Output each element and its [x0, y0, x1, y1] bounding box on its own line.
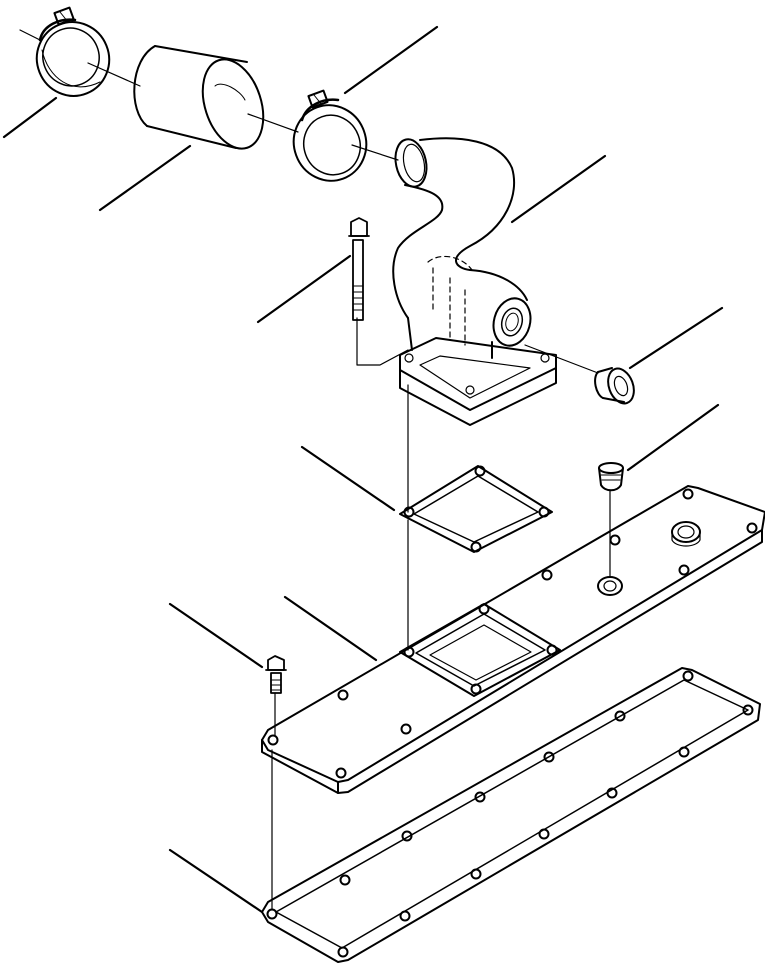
leader-plug-small [626, 403, 720, 472]
leader-cover-gasket [168, 848, 264, 914]
leader-hose [98, 144, 192, 212]
leader-elbow-gasket [300, 445, 396, 512]
leader-hose-clamp-upper [2, 96, 58, 139]
leader-elbow-pipe [510, 154, 607, 224]
hose-clamp-lower [292, 89, 368, 182]
leader-bolt-short [168, 602, 264, 669]
leader-plug [628, 306, 724, 370]
plug [594, 367, 635, 405]
plug-small [598, 462, 624, 492]
hose [133, 45, 265, 150]
assembly-lines [19, 29, 611, 911]
bolt-long [348, 217, 370, 321]
leader-intake-cover [283, 595, 378, 662]
leader-bolt-long [256, 254, 352, 324]
hose-clamp-upper [35, 6, 111, 97]
intake-cover [261, 485, 765, 794]
cover-gasket [261, 667, 761, 963]
elbow-gasket [399, 465, 553, 553]
bolt-short [265, 655, 287, 694]
leader-hose-clamp-lower [343, 25, 439, 95]
elbow-pipe [392, 137, 557, 426]
leader-lines [2, 25, 724, 914]
